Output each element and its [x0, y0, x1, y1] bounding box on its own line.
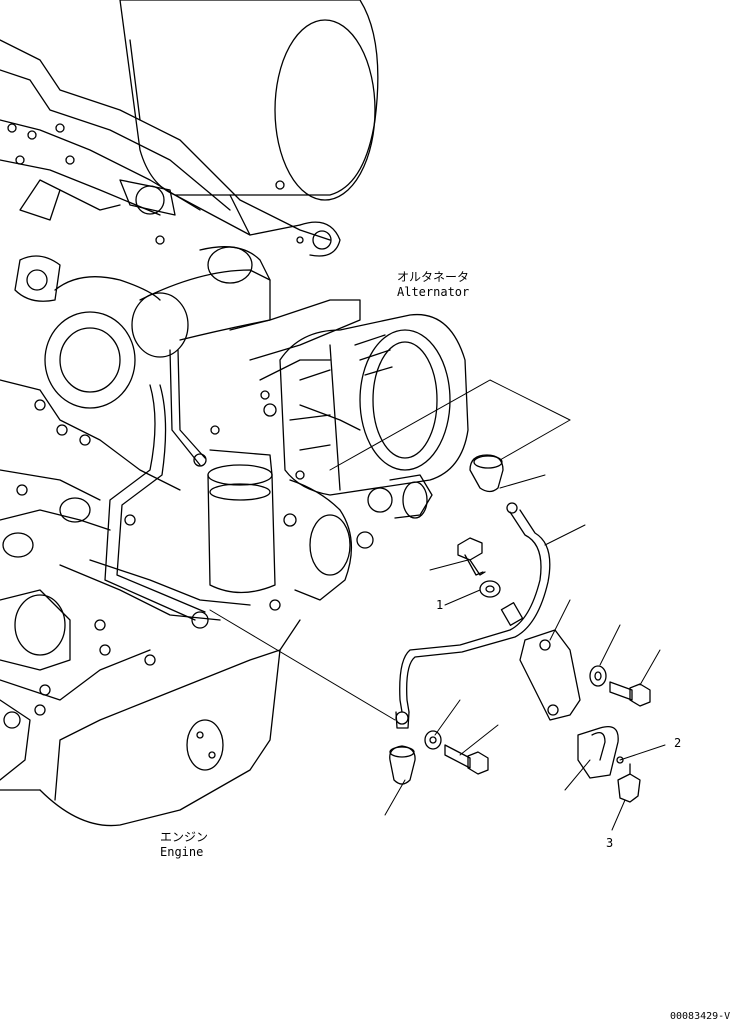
- hex-bolt-right: [610, 682, 650, 706]
- hex-bolt-lower: [445, 745, 488, 774]
- terminal-cap: [470, 455, 503, 492]
- drawing-number: 00083429-V: [670, 1011, 731, 1022]
- oil-pan: [0, 620, 300, 826]
- callout-1: 1: [436, 598, 444, 612]
- terminal-cap-lower: [390, 746, 415, 784]
- leader-washer2: [600, 625, 620, 665]
- leader-cable: [545, 525, 585, 545]
- callout-2: 2: [674, 736, 682, 750]
- leader-terminal3: [612, 800, 625, 830]
- hex-bolt-upper: [458, 538, 485, 575]
- engine-label-en: Engine: [160, 845, 204, 859]
- leader-clamp: [620, 745, 665, 760]
- leader-bolt3: [460, 725, 498, 755]
- alternator-label-en: Alternator: [397, 285, 470, 299]
- washer-lower: [425, 731, 441, 749]
- leader-cap2: [385, 780, 405, 815]
- leader-alternator-v: [330, 380, 570, 470]
- ground-cable-assembly: [390, 455, 650, 802]
- leader-engine-ground: [210, 610, 395, 720]
- engine-label-jp: エンジン: [160, 830, 209, 844]
- leader-bolt2: [640, 650, 660, 685]
- washer-upper: [480, 581, 500, 597]
- washer-right: [590, 666, 606, 686]
- alternator-label-jp: オルタネータ: [397, 270, 470, 284]
- leader-alternator-to-cap: [500, 420, 570, 460]
- leader-clip: [565, 760, 590, 790]
- engine-head: [0, 40, 340, 256]
- front-housing: [192, 300, 373, 628]
- leader-washer3: [435, 700, 460, 735]
- callout-3: 3: [606, 836, 614, 850]
- small-terminal: [618, 764, 640, 802]
- leader-cap: [500, 475, 545, 488]
- leader-bolt: [430, 560, 468, 570]
- oil-filter: [194, 426, 275, 593]
- engine-block: [0, 380, 250, 780]
- leader-lines: [210, 380, 665, 830]
- alternator: [261, 315, 468, 518]
- turbocharger: [15, 247, 270, 408]
- leader-washer: [445, 590, 480, 605]
- leader-bracket: [550, 600, 570, 640]
- coolant-pipe: [105, 350, 205, 620]
- air-cleaner: [120, 0, 378, 235]
- cable-clamp: [578, 727, 623, 778]
- ground-cable: [396, 503, 550, 728]
- mounting-bracket: [520, 630, 580, 720]
